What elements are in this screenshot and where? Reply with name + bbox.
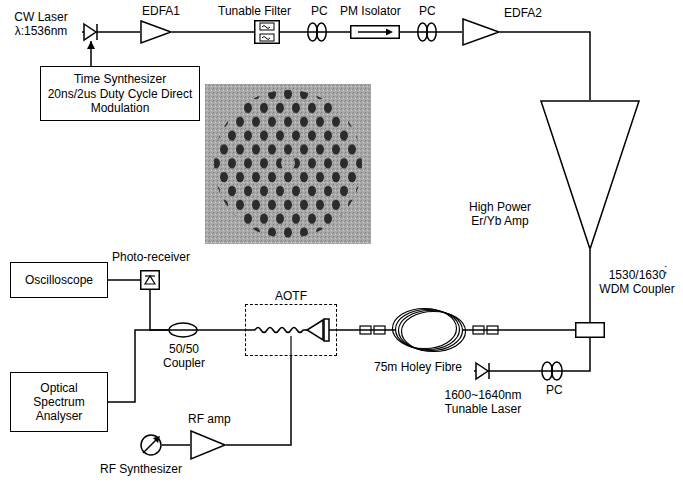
fibre-link [400,31,416,33]
fibre-link [492,370,540,372]
stray-mark: ; [664,262,667,276]
aotf-box-shape [245,304,337,356]
coupler-symbol-shape [575,322,605,338]
fibre-link [226,356,291,445]
device-label: RF Synthesizer [100,462,182,476]
process-box: Time Synthesizer20ns/2us Duty Cycle Dire… [40,66,200,121]
instrument-box: Oscilloscope [10,262,108,298]
filter-symbol-shape [254,20,280,44]
instrument-box: Optical Spectrum Analyser [10,372,108,432]
device-label: PC [311,4,328,18]
fibre-link [438,31,462,33]
device-label: EDFA1 [142,4,180,18]
box-title: Oscilloscope [17,273,101,287]
fibre-link [100,31,140,33]
laser-diode-shape [82,23,100,41]
amplifier-symbol-shape [190,430,226,460]
fibre-link [328,31,350,33]
box-title: Time Synthesizer [46,72,194,86]
amplifier-symbol: High Power Er/Yb Amp [540,100,640,250]
fibre-link [337,329,388,331]
fibre-coil: 75m Holey Fibre [388,306,470,354]
device-label: High Power Er/Yb Amp [462,200,538,228]
coupler-symbol: 50/50 Coupler [168,322,198,338]
device-label: RF amp [188,412,231,426]
holey-fibre-micrograph [205,84,371,244]
signal-arrow [90,41,92,66]
laser-diode: CW Laser λ:1536nm [82,23,100,41]
device-label: Photo-receiver [112,250,190,264]
fibre-link [150,290,168,330]
device-label: Tunable Filter [218,4,291,18]
polarization-controller: PC [306,22,328,42]
device-label: 75m Holey Fibre [374,360,462,374]
rf-source-symbol: RF Synthesizer [140,434,162,456]
polarization-controller-shape [416,22,438,42]
coupler-symbol: 1530/1630 WDM Coupler [575,322,605,338]
fibre-coil-shape [388,306,470,354]
polarization-controller: PC [416,22,438,42]
amplifier-symbol-shape [140,20,172,44]
box-title: Optical Spectrum Analyser [20,381,98,423]
device-label: PM Isolator [340,4,401,18]
fibre-link [108,279,140,281]
polarization-controller: PC [540,361,564,381]
rf-source-symbol-shape [140,434,162,456]
filter-symbol: Tunable Filter [254,20,280,44]
fibre-link [500,32,590,100]
amplifier-symbol-shape [462,18,500,46]
device-label: PC [419,4,436,18]
fibre-link [470,329,575,331]
laser-diode-shape [474,362,492,380]
device-label: CW Laser λ:1536nm [4,10,78,38]
polarization-controller-shape [306,22,328,42]
laser-diode: 1600~1640nm Tunable Laser [474,362,492,380]
device-label: EDFA2 [504,6,542,20]
isolator-symbol: PM Isolator [350,25,400,39]
box-text: 20ns/2us Duty Cycle Direct Modulation [46,87,194,115]
amplifier-symbol: EDFA2 [462,18,500,46]
fibre-link [108,330,168,402]
amplifier-symbol-shape [540,100,640,250]
fibre-link [280,31,306,33]
device-label: 50/50 Coupler [158,342,210,370]
amplifier-symbol: EDFA1 [140,20,172,44]
fibre-link [162,444,190,446]
fibre-link [589,250,591,322]
coupler-symbol-shape [168,322,198,338]
fibre-link [198,329,245,331]
amplifier-symbol: RF amp [190,430,226,460]
device-label: PC [546,383,563,397]
isolator-symbol-shape [350,25,400,39]
device-label: 1600~1640nm Tunable Laser [436,388,530,416]
device-label: AOTF [275,289,307,303]
photodetector-symbol: Photo-receiver [140,270,160,290]
aotf-box: AOTF [245,304,337,356]
fibre-link [564,338,590,371]
photodetector-symbol-shape [140,270,160,290]
fibre-link [172,31,254,33]
polarization-controller-shape [540,361,564,381]
